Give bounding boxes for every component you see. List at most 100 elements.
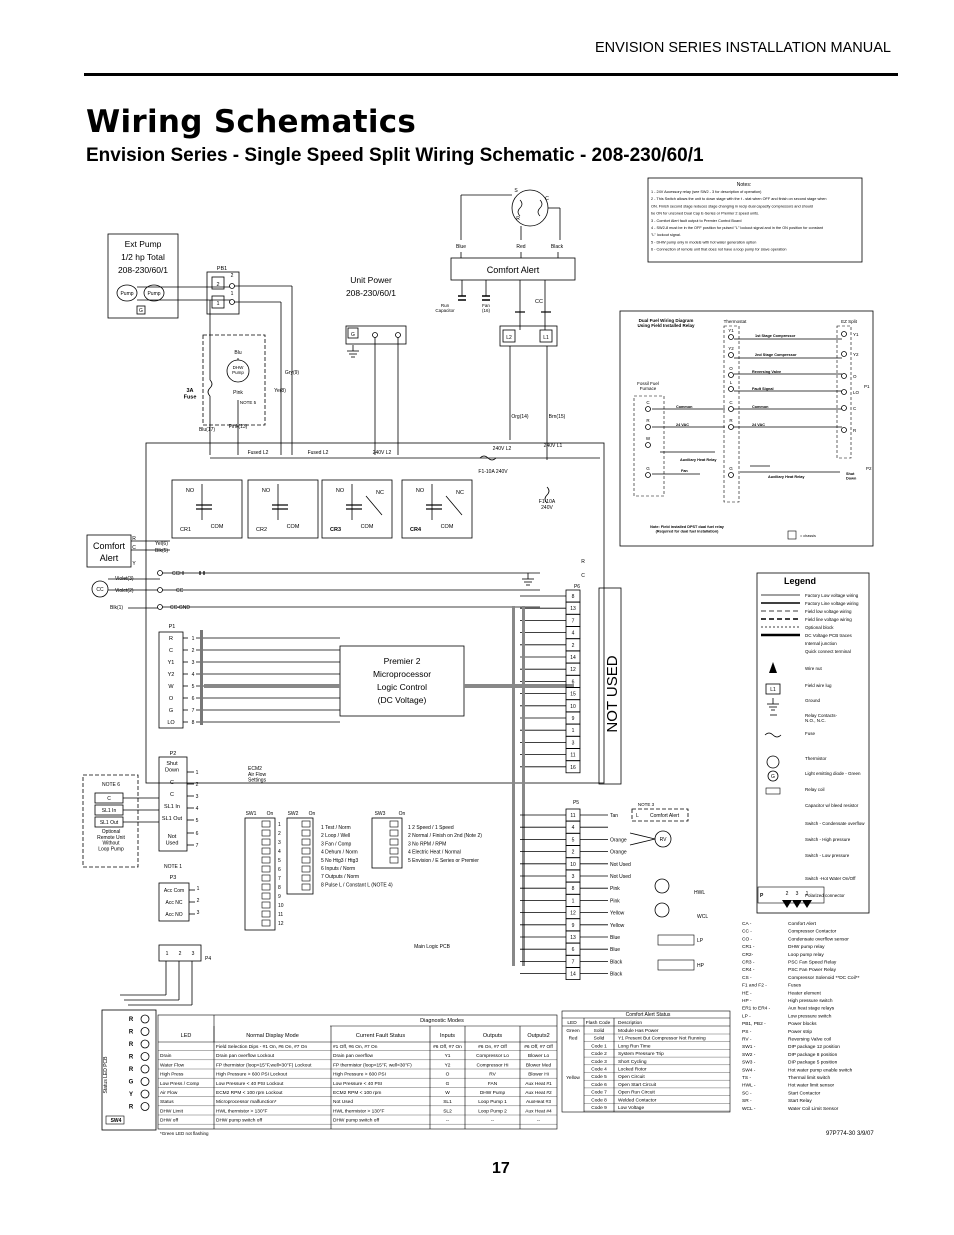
processor-title: Premier 2 [384, 656, 421, 666]
main-logic-pcb-label: Main Logic PCB [414, 944, 451, 950]
diag-table-header: Inputs [440, 1033, 455, 1039]
p5-wire-color: Pink [610, 886, 620, 892]
abbrev-meaning: Compressor Solenoid **DC Coil** [788, 975, 860, 981]
pump-icon [116, 284, 138, 302]
diag-table-cell: Not Used [333, 1099, 353, 1105]
diag-table-cell: -- [491, 1119, 495, 1124]
legend-item: Switch - Condensate overflow [805, 821, 865, 826]
thermostat-terminal-label: L [730, 380, 733, 385]
pcb-trace-bus [512, 606, 515, 966]
diag-table-cell: DHW Limit [160, 1108, 184, 1114]
p2-pin: 7 [196, 843, 199, 849]
abbrev-code: SW2 - [742, 1052, 756, 1058]
abbrev-code: SW1 - [742, 1044, 756, 1050]
sw2-dip-package [286, 817, 314, 895]
sw4-label: SW4 [111, 1118, 122, 1124]
contactor-terminal [539, 329, 553, 343]
sw2-dip-toggle [301, 838, 311, 846]
ca-status-code: Code 8 [591, 1097, 607, 1103]
diag-table-cell: Air Flow [160, 1090, 178, 1096]
relay-cr4 [401, 479, 473, 539]
dual-fuel-label: 24 VAC [676, 423, 689, 427]
diag-table-cell: DHW off [160, 1118, 179, 1124]
abbrev-code: CO - [742, 936, 753, 942]
legend-item: Polarized connector [805, 893, 845, 898]
wire-color-blue: Blue [456, 244, 466, 250]
diag-table-cell: #1 Off, #6 On, #7 On [333, 1044, 378, 1050]
quick-connect [157, 604, 163, 610]
note6-terminal-label: SL1 Out [100, 820, 119, 826]
thermostat-terminal-label: O [729, 366, 733, 371]
abbrev-meaning: DIP package 5 position [788, 1060, 838, 1066]
diag-table-cell: Loop Pump 2 [478, 1108, 507, 1114]
diag-table-cell: FAN [488, 1081, 498, 1087]
wire [629, 838, 656, 846]
p6-c: C [581, 573, 585, 579]
ext-pump-voltage: 208-230/60/1 [118, 265, 168, 275]
processor-title: (DC Voltage) [378, 695, 427, 705]
pcb-trace-thick [464, 684, 574, 688]
relay-name: CR4 [410, 527, 422, 533]
ca-status-code: Solid [594, 1036, 605, 1042]
wire-color-black: Black [551, 244, 564, 250]
note6-terminal-label: SL1 In [102, 808, 117, 814]
sw1-dip-num: 5 [278, 858, 281, 864]
sw2-on: On [309, 811, 316, 817]
ca-status-led: Green [566, 1028, 580, 1034]
diag-table-cell: Loop Pump 1 [478, 1099, 507, 1105]
ez-terminal [841, 405, 847, 411]
wire-label: Yel(6) [155, 541, 168, 547]
wire-label: Blu(17) [199, 427, 215, 433]
note6-terminal-label: C [107, 796, 111, 802]
diag-table-cell: Compressor Hi [477, 1062, 509, 1068]
abbrev-code: CR1 - [742, 944, 755, 950]
abbrev-code: CC - [742, 929, 752, 935]
status-led-letter: R [129, 1017, 134, 1023]
relay-no-label: NO [336, 488, 345, 494]
wire-label: CC-GND [170, 605, 190, 611]
relay-cr3 [321, 479, 393, 539]
sw1-label: SW1 [246, 811, 257, 817]
wire-label: 240V L2 [373, 450, 392, 456]
thermostat-label: Thermostat [724, 319, 748, 324]
p1-terminal-w: W [168, 684, 174, 690]
abbrev-code: TS - [742, 1075, 751, 1081]
p6-pin: 6 [572, 679, 575, 685]
p6-pin: 16 [570, 765, 576, 771]
diag-table-cell: RV [489, 1072, 496, 1078]
abbrev-meaning: Reversing Valve coil [788, 1037, 831, 1043]
ca-y: Y [132, 561, 136, 567]
diag-footnote: *Green LED not flashing [160, 1131, 209, 1136]
legend-item: Factory Line voltage wiring [805, 601, 859, 606]
status-led [140, 1064, 150, 1074]
legend-item: Wire nut [805, 666, 823, 671]
p5-wire-color: Orange [610, 850, 627, 856]
pump-label: Pump [120, 291, 133, 297]
p1-pin: 5 [192, 684, 195, 690]
dhw-blu-label: Blu [234, 350, 241, 356]
sw1-dip-toggle [261, 901, 271, 909]
lug [372, 332, 378, 338]
legend-led [767, 770, 779, 782]
page-subtitle: Envision Series - Single Speed Split Wir… [86, 145, 704, 166]
diag-table-cell: High Press [160, 1072, 184, 1078]
p3-terminal: Acc Com [164, 888, 184, 894]
sw1-on: On [267, 811, 274, 817]
sw1-dip-num: 7 [278, 876, 281, 882]
ca-c: C [132, 545, 136, 551]
abbrev-code: HP - [742, 998, 752, 1004]
ca-status-desc: System Pressure Trip [618, 1051, 664, 1057]
legend-item: Switch - High pressure [805, 837, 851, 842]
relay-cr1 [171, 479, 243, 539]
pb1-num: 1 [231, 291, 234, 297]
cc-coil-icon [91, 580, 109, 598]
p5-pin: 14 [570, 972, 576, 978]
pb1-label: PB1 [217, 266, 227, 272]
abbrev-code: SR - [742, 1098, 752, 1104]
legend-lug-text: L1 [770, 687, 776, 693]
wire-label: Violet(2) [115, 588, 134, 594]
sw1-dip-toggle [261, 829, 271, 837]
hwl-label: HWL [694, 890, 705, 896]
